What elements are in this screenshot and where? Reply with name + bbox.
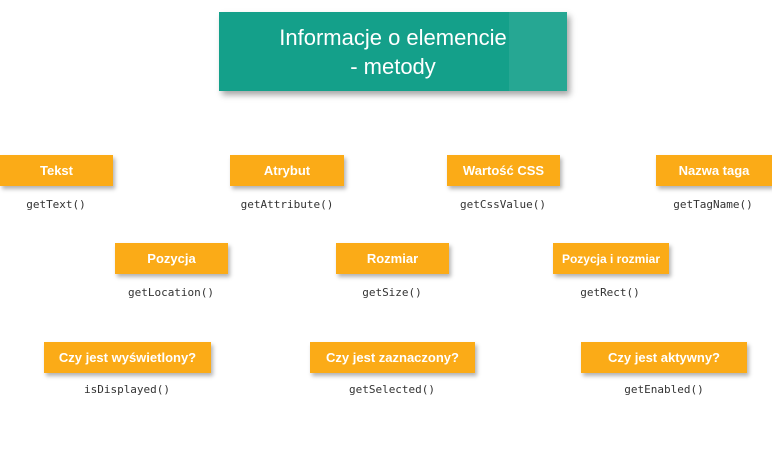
label-czy-jest-zaznaczony: Czy jest zaznaczony? [310,342,475,373]
title-accent [509,12,567,91]
method-isdisplayed: isDisplayed() [83,383,171,396]
method-getcssvalue: getCssValue() [459,198,547,211]
label-nazwa-taga: Nazwa taga [656,155,772,186]
method-getenabled: getEnabled() [624,383,704,396]
title-line-2: - metody [350,53,436,79]
label-wartosc-css: Wartość CSS [447,155,560,186]
method-getsize: getSize() [362,286,422,299]
method-gettext: getText() [26,198,86,211]
title-box: Informacje o elemencie - metody [219,12,567,91]
method-getattribute: getAttribute() [240,198,334,211]
title-line-1: Informacje o elemencie [279,24,507,50]
label-pozycja: Pozycja [115,243,228,274]
label-czy-jest-wyswietlony: Czy jest wyświetlony? [44,342,211,373]
label-atrybut: Atrybut [230,155,344,186]
label-czy-jest-aktywny: Czy jest aktywny? [581,342,747,373]
label-pozycja-i-rozmiar: Pozycja i rozmiar [553,243,669,274]
method-getrect: getRect() [580,286,640,299]
method-getselected: getSelected() [348,383,436,396]
label-rozmiar: Rozmiar [336,243,449,274]
method-getlocation: getLocation() [127,286,215,299]
method-gettagname: getTagName() [673,198,753,211]
label-tekst: Tekst [0,155,113,186]
